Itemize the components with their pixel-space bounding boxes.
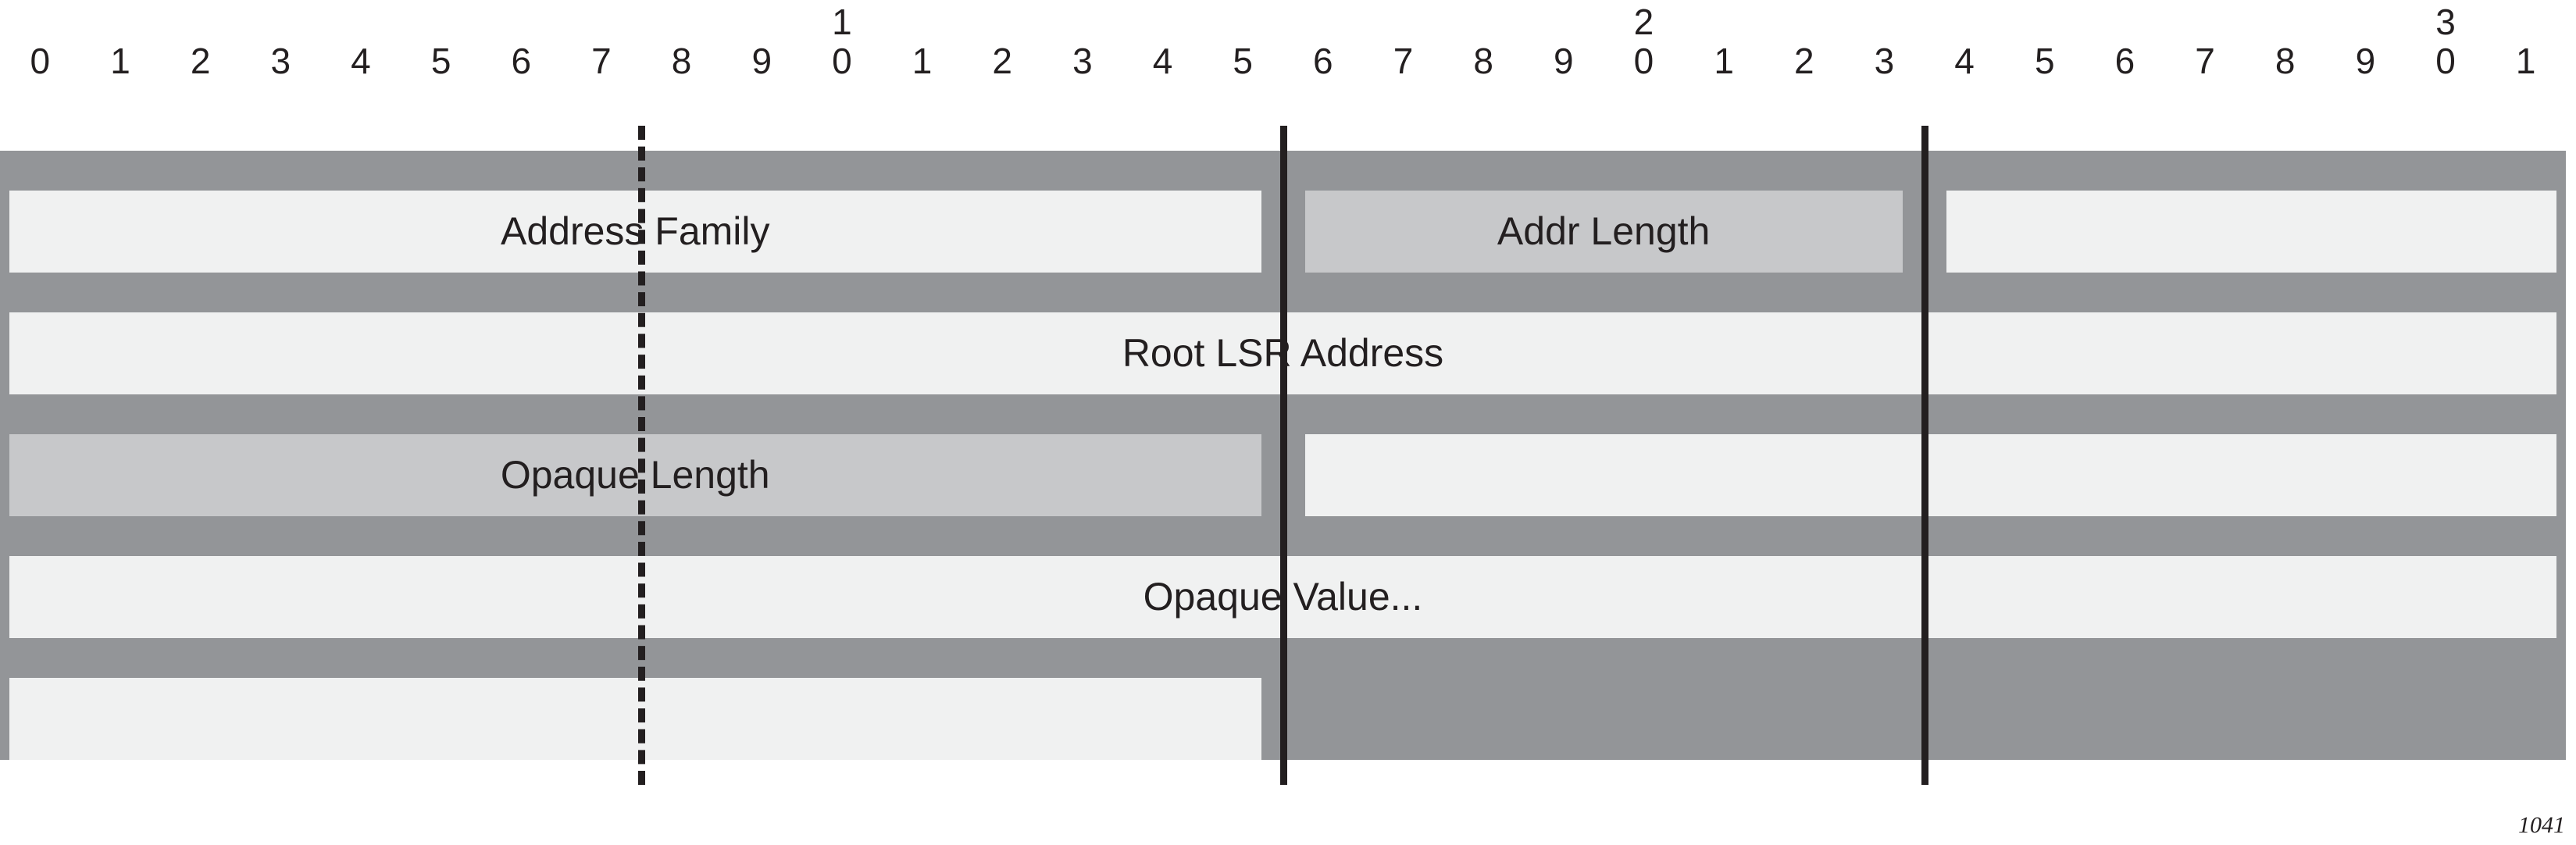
bit-label-13: 3 — [1072, 41, 1093, 81]
bit-label-2: 2 — [190, 41, 211, 81]
bit-decade-label-3 — [241, 2, 321, 44]
bit-decade-label-30: 3 — [2435, 2, 2456, 42]
bit-decade-label-16 — [1283, 2, 1364, 44]
field-address-family-label: Address Family — [500, 209, 770, 253]
bit-decade-label-8 — [641, 2, 722, 44]
bit-label-21: 1 — [1714, 41, 1734, 81]
bit-label-7: 7 — [591, 41, 612, 81]
bit-decade-label-17 — [1363, 2, 1443, 44]
bit-label-31: 1 — [2515, 41, 2536, 81]
bit-decade-label-20: 2 — [1633, 2, 1654, 42]
bit-decade-label-25 — [2004, 2, 2085, 44]
bit-label-6: 6 — [511, 41, 532, 81]
bit-decade-label-24 — [1925, 2, 2005, 44]
bit-label-0: 0 — [30, 41, 51, 81]
bit-decade-label-4 — [321, 2, 401, 44]
bit-decade-label-31 — [2485, 2, 2566, 44]
bit-decade-label-28 — [2245, 2, 2325, 44]
bit-decade-label-11 — [882, 2, 962, 44]
bit-decade-label-13 — [1043, 2, 1123, 44]
bit-label-5: 5 — [430, 41, 451, 81]
separator-bit-24 — [1921, 126, 1928, 785]
bit-decade-label-10: 1 — [832, 2, 852, 42]
bit-decade-label-0 — [0, 2, 80, 44]
bit-decade-label-9 — [722, 2, 802, 44]
field-address-family: Address Family — [9, 191, 1261, 273]
bit-decade-label-5 — [401, 2, 481, 44]
bit-label-25: 5 — [2034, 41, 2055, 81]
bit-label-26: 6 — [2114, 41, 2135, 81]
bit-label-28: 8 — [2275, 41, 2296, 81]
bit-decade-label-15 — [1203, 2, 1283, 44]
bit-label-22: 2 — [1793, 41, 1814, 81]
bit-label-23: 3 — [1874, 41, 1895, 81]
row-address-family: Address Family Addr Length — [0, 191, 2566, 273]
row-opaque-value-continued — [0, 678, 2566, 760]
bit-label-10: 0 — [832, 41, 852, 81]
bit-label-19: 9 — [1554, 41, 1574, 81]
bit-ruler-decade-row: 1 2 3 — [0, 2, 2576, 44]
field-reserved-2 — [1304, 434, 2556, 516]
bit-label-30: 0 — [2435, 41, 2456, 81]
bit-decade-label-2 — [160, 2, 241, 44]
bit-label-12: 2 — [992, 41, 1012, 81]
separator-bit-8 — [638, 126, 646, 785]
bit-decade-label-14 — [1122, 2, 1203, 44]
field-addr-length-label: Addr Length — [1497, 209, 1711, 253]
row-opaque-length: Opaque Length — [0, 434, 2566, 516]
bit-label-16: 6 — [1313, 41, 1333, 81]
bit-decade-label-29 — [2325, 2, 2406, 44]
field-opaque-length: Opaque Length — [9, 434, 1261, 516]
bit-label-18: 8 — [1473, 41, 1493, 81]
bit-decade-label-6 — [481, 2, 562, 44]
bit-label-4: 4 — [351, 41, 371, 81]
bit-label-9: 9 — [751, 41, 772, 81]
bit-decade-label-18 — [1443, 2, 1524, 44]
field-opaque-length-label: Opaque Length — [500, 453, 770, 497]
bit-ruler-bit-row: 0 1 2 3 4 5 6 7 8 9 0 1 2 3 4 5 6 7 8 9 0 1 2 3 4 5 6 7 8 9 0 1 — [0, 39, 2576, 86]
bit-decade-label-22 — [1764, 2, 1844, 44]
bit-label-29: 9 — [2355, 41, 2376, 81]
bit-label-1: 1 — [110, 41, 130, 81]
bit-label-17: 7 — [1393, 41, 1414, 81]
field-reserved-1 — [1946, 191, 2556, 273]
bit-label-20: 0 — [1633, 41, 1654, 81]
bit-label-11: 1 — [912, 41, 933, 81]
bit-decade-label-1 — [80, 2, 161, 44]
bit-label-15: 5 — [1233, 41, 1253, 81]
bit-label-14: 4 — [1152, 41, 1173, 81]
bit-decade-label-23 — [1844, 2, 1925, 44]
bit-decade-label-26 — [2085, 2, 2165, 44]
page-number: 1041 — [2518, 812, 2565, 838]
field-addr-length: Addr Length — [1304, 191, 1903, 273]
separator-bit-16 — [1279, 126, 1287, 785]
bit-label-8: 8 — [671, 41, 692, 81]
field-opaque-value-continued — [9, 678, 1261, 760]
bit-label-3: 3 — [270, 41, 291, 81]
bit-label-27: 7 — [2195, 41, 2215, 81]
bit-decade-label-27 — [2165, 2, 2246, 44]
bit-decade-label-12 — [962, 2, 1043, 44]
bit-label-24: 4 — [1954, 41, 1975, 81]
bit-decade-label-19 — [1523, 2, 1604, 44]
bit-decade-label-21 — [1684, 2, 1764, 44]
bit-decade-label-7 — [562, 2, 642, 44]
